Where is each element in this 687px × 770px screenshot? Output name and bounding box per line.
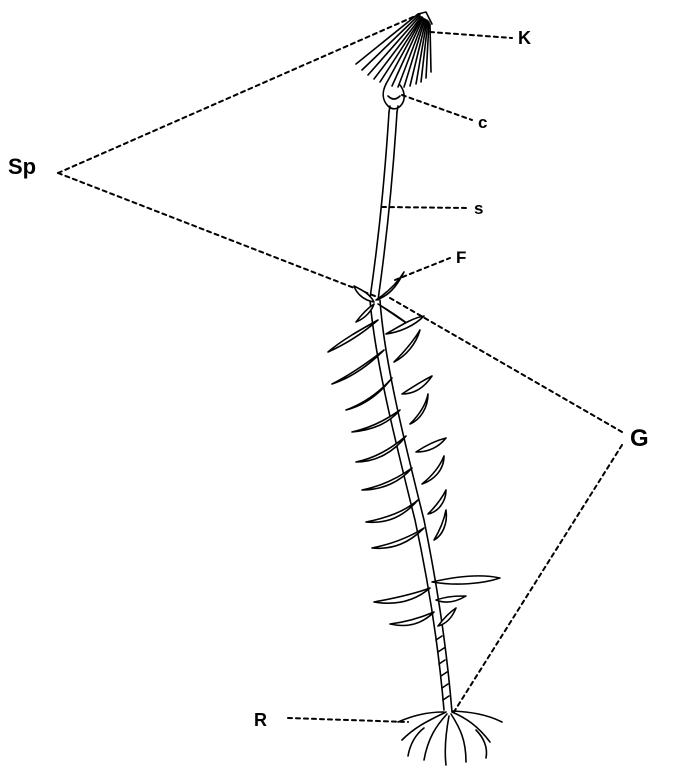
label-r: R bbox=[254, 710, 267, 730]
label-sp: Sp bbox=[8, 154, 36, 179]
label-c: c bbox=[478, 113, 487, 132]
leaves-illustration bbox=[328, 272, 500, 626]
calyptra-illustration bbox=[356, 12, 432, 87]
rhizoids-illustration bbox=[398, 711, 502, 765]
label-f: F bbox=[456, 248, 466, 267]
leader-lines bbox=[58, 14, 622, 722]
leader-sp-upper bbox=[58, 14, 420, 173]
leader-r bbox=[288, 718, 408, 722]
label-s: s bbox=[474, 199, 483, 218]
label-g: G bbox=[630, 425, 649, 452]
leader-sp-lower bbox=[58, 173, 380, 298]
capsule-illustration bbox=[383, 84, 404, 112]
leader-s bbox=[382, 207, 468, 208]
seta-illustration bbox=[370, 112, 397, 300]
leader-g-upper bbox=[390, 298, 622, 432]
leader-k bbox=[430, 32, 512, 38]
label-k: K bbox=[518, 28, 531, 48]
leader-f bbox=[395, 258, 450, 280]
leader-c bbox=[402, 95, 472, 120]
